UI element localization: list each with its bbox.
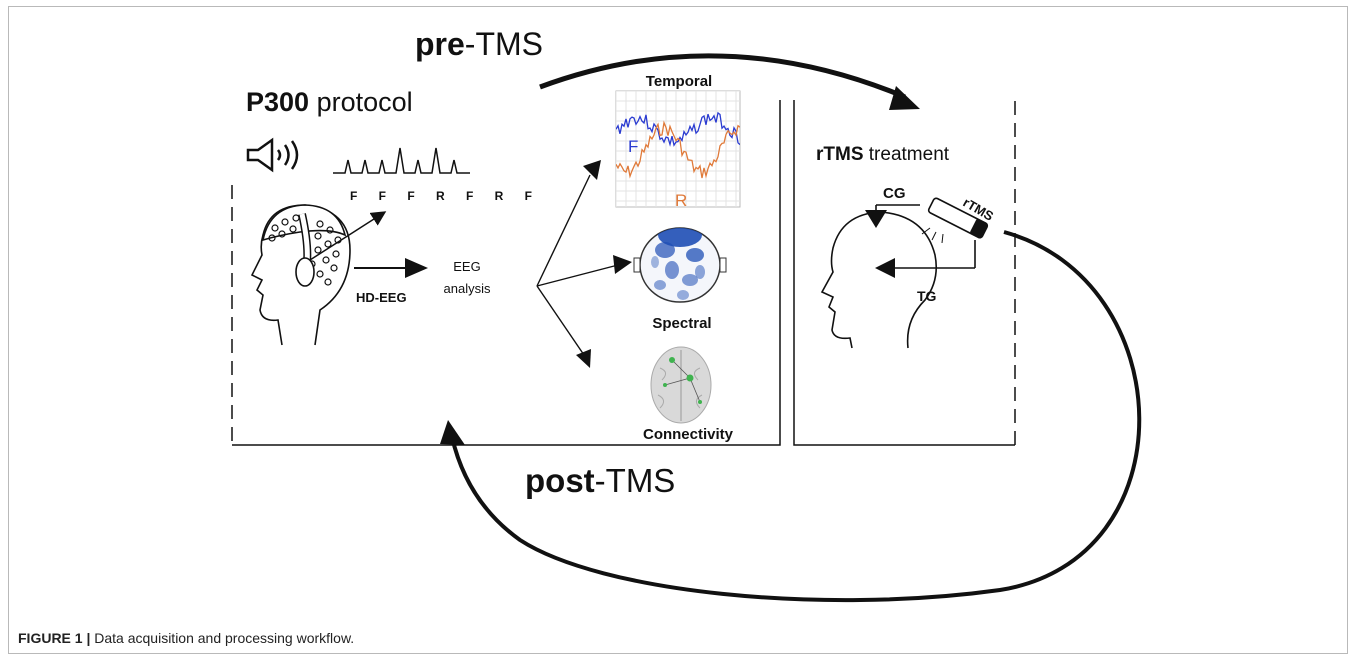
eeg-analysis-line1: EEG bbox=[453, 259, 480, 274]
hd-eeg-label: HD-EEG bbox=[356, 290, 407, 305]
figure-caption: FIGURE 1 | Data acquisition and processi… bbox=[18, 630, 355, 646]
rtms-treatment-title: rTMS treatment bbox=[816, 144, 950, 165]
post-tms-label: post-TMS bbox=[525, 462, 675, 499]
pre-tms-label: pre-TMS bbox=[415, 26, 543, 62]
tg-marker bbox=[875, 240, 976, 278]
arrowhead-temporal bbox=[583, 160, 601, 180]
post-tms-arrow bbox=[440, 230, 1142, 603]
eeg-analysis-line2: analysis bbox=[444, 281, 491, 296]
figure-frame bbox=[8, 6, 1348, 654]
fanout-arrows bbox=[536, 174, 619, 356]
temporal-erp-plot: F R bbox=[615, 90, 741, 210]
temporal-label: Temporal bbox=[646, 73, 712, 90]
p300-protocol-title: P300 protocol bbox=[246, 87, 413, 117]
pre-tms-arrow bbox=[539, 53, 920, 110]
rare-trace-label: R bbox=[675, 191, 687, 210]
tg-label: TG bbox=[917, 288, 937, 304]
connectivity-brain bbox=[650, 346, 712, 424]
rtms-coil-icon bbox=[921, 197, 989, 244]
p300-panel bbox=[231, 100, 781, 446]
spectral-label: Spectral bbox=[652, 315, 711, 332]
spectral-topomap bbox=[633, 227, 727, 303]
to-analysis-arrowhead bbox=[405, 258, 428, 278]
cg-marker bbox=[865, 204, 920, 228]
arrowhead-spectral bbox=[613, 255, 632, 274]
treatment-head-icon bbox=[820, 211, 938, 349]
frequent-trace-label: F bbox=[628, 137, 638, 156]
connectivity-label: Connectivity bbox=[643, 426, 734, 443]
speaker-icon bbox=[246, 137, 299, 173]
cg-label: CG bbox=[883, 185, 906, 202]
stimulus-waveform bbox=[333, 147, 470, 174]
stimulus-sequence: F F F R F R F bbox=[350, 189, 541, 203]
hd-eeg-arrow bbox=[309, 211, 387, 261]
arrowhead-connectivity bbox=[576, 349, 591, 368]
hd-eeg-head-icon bbox=[250, 204, 351, 346]
rtms-panel bbox=[793, 100, 1016, 446]
